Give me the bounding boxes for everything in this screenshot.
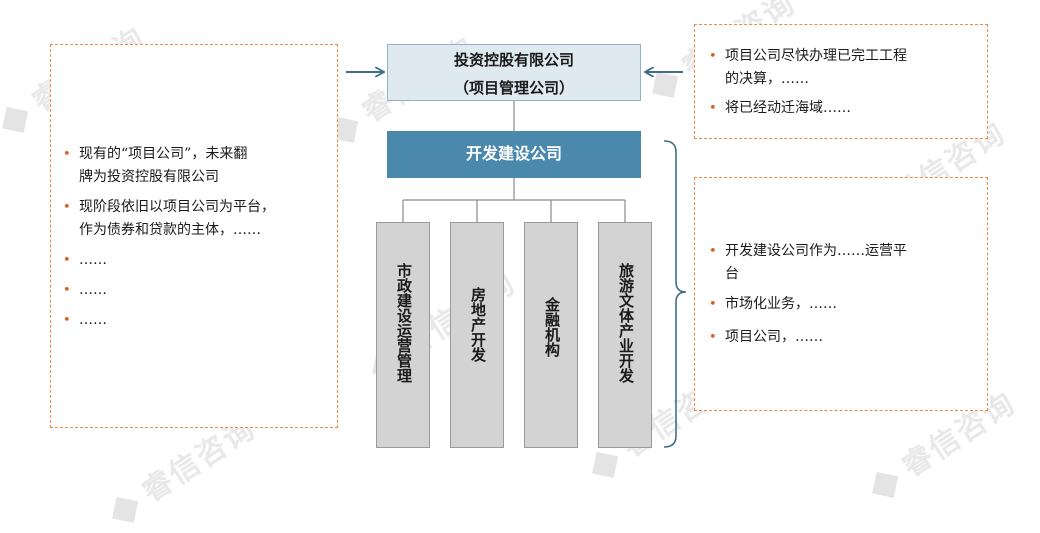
note-line: 将已经动迁海域…… [709,97,851,120]
business-label: 金融机构 [543,297,561,357]
note-line-cont: 牌为投资控股有限公司 [79,169,219,185]
business-box-tourism: 旅游文体产业开发 [598,222,652,448]
business-box-municipal: 市政建设运营管理 [376,222,430,448]
note-line-cont: 台 [725,266,739,282]
holding-company-name: 投资控股有限公司 [453,51,574,69]
watermark-logo-icon [111,496,138,523]
watermark-logo-icon [871,471,898,498]
watermark-logo-icon [1,106,28,133]
note-line: 现阶段依旧以项目公司为平台， [63,196,275,219]
watermark-logo-icon [591,451,618,478]
right-top-note: 项目公司尽快办理已完工工程 的决算，…… 将已经动迁海域…… [694,24,988,139]
note-line: …… [63,249,107,272]
left-note: 现有的“项目公司”，未来翻 牌为投资控股有限公司 现阶段依旧以项目公司为平台， … [50,44,338,428]
note-line: 项目公司尽快办理已完工工程 [709,45,907,68]
note-line: 现有的“项目公司”，未来翻 [63,143,247,166]
business-label: 市政建设运营管理 [395,263,413,383]
note-line-cont: 作为债券和贷款的主体，…… [79,222,261,238]
watermark-logo-icon [651,71,678,98]
business-label: 旅游文体产业开发 [617,263,635,383]
note-line: 市场化业务，…… [709,293,837,316]
note-line: …… [63,309,107,332]
note-line: 开发建设公司作为……运营平 [709,240,907,263]
note-line: 项目公司，…… [709,326,823,349]
business-box-finance: 金融机构 [524,222,578,448]
note-line-cont: 的决算，…… [725,71,809,87]
holding-company-subtitle: （项目管理公司） [453,79,574,97]
right-bottom-note: 开发建设公司作为……运营平 台 市场化业务，…… 项目公司，…… [694,177,988,411]
holding-company-box: 投资控股有限公司 （项目管理公司） [387,44,641,101]
business-label: 房地产开发 [469,287,487,362]
note-line: …… [63,279,107,302]
business-box-real-estate: 房地产开发 [450,222,504,448]
development-company-box: 开发建设公司 [387,131,641,178]
